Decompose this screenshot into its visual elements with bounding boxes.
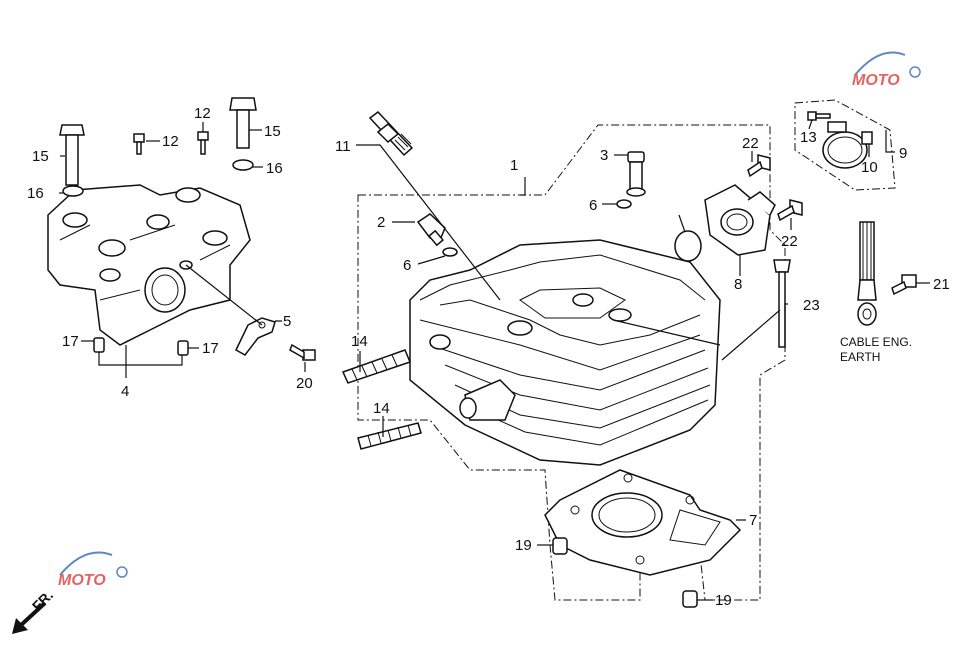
group-outline-clamp <box>794 99 896 191</box>
bolt-20 <box>289 343 316 361</box>
callout-labels: 1 2 3 4 5 6 6 7 8 9 10 11 12 12 13 14 14… <box>27 105 950 609</box>
callout-13: 13 <box>800 129 817 146</box>
group-outline-cylinder-head <box>357 124 786 601</box>
clamp-nut-10 <box>861 131 873 145</box>
dowel-17-left <box>93 337 105 353</box>
washer-16-left <box>62 185 84 197</box>
callout-23: 23 <box>803 297 820 314</box>
rocker-arm-holder <box>47 184 251 346</box>
gasket-7 <box>544 469 742 576</box>
callout-2: 2 <box>377 214 385 231</box>
cable-label-line1: CABLE ENG. <box>840 335 912 349</box>
cable-label-line2: EARTH <box>840 350 880 364</box>
dowel-19-lower <box>682 590 698 608</box>
callout-20: 20 <box>296 375 313 392</box>
svg-text:MOTO: MOTO <box>58 572 106 589</box>
dowel-19-upper <box>552 537 568 555</box>
washer-16-right <box>232 159 254 171</box>
leader-lines <box>59 119 930 601</box>
callout-15-right: 15 <box>264 123 281 140</box>
callout-11: 11 <box>335 138 351 155</box>
bolt-15-left <box>59 124 85 186</box>
callout-19-upper: 19 <box>515 537 532 554</box>
stud-14-lower <box>357 422 422 450</box>
callout-12-right: 12 <box>194 105 211 122</box>
bracket-5 <box>235 317 276 356</box>
valve-part-3 <box>626 151 646 197</box>
o-ring-18 <box>674 230 702 262</box>
callout-16-right: 16 <box>266 160 283 177</box>
bolt-12-right <box>197 131 209 155</box>
callout-6-lower: 6 <box>403 257 411 274</box>
callout-22-lower: 22 <box>781 233 798 250</box>
clamp-screw-13 <box>807 111 831 121</box>
valve-part-2 <box>416 213 446 247</box>
dowel-17-right <box>177 340 189 356</box>
front-direction-indicator: FR. <box>12 587 56 634</box>
callout-8: 8 <box>734 276 742 293</box>
callout-21: 21 <box>933 276 950 293</box>
earth-cable <box>857 221 877 326</box>
callout-6-upper: 6 <box>589 197 597 214</box>
callout-17-left: 17 <box>62 333 79 350</box>
callout-14-upper: 14 <box>351 333 368 350</box>
callout-14-lower: 14 <box>373 400 390 417</box>
cylinder-head <box>409 239 721 466</box>
intake-manifold-8 <box>704 184 776 256</box>
callout-19-lower: 19 <box>715 592 732 609</box>
o-ring-6-upper <box>616 199 632 209</box>
bolt-21 <box>891 274 917 296</box>
bolt-15-right <box>229 97 257 149</box>
callout-5: 5 <box>283 313 291 330</box>
callout-17-right: 17 <box>202 340 219 357</box>
callout-10: 10 <box>861 159 878 176</box>
callout-12-left: 12 <box>162 133 179 150</box>
callout-22-upper: 22 <box>742 135 759 152</box>
callout-1: 1 <box>510 157 518 174</box>
o-ring-6-lower <box>442 247 458 257</box>
front-label: FR. <box>29 587 56 614</box>
bolt-22-lower <box>777 199 803 222</box>
callout-3: 3 <box>600 147 608 164</box>
callout-7: 7 <box>749 512 757 529</box>
arrow-down-left-icon <box>18 601 47 628</box>
bolt-12-left <box>133 133 145 155</box>
callout-4: 4 <box>121 383 129 400</box>
callout-16-left: 16 <box>27 185 44 202</box>
bolt-22-upper <box>747 154 771 178</box>
callout-15-left: 15 <box>32 148 49 165</box>
callout-9: 9 <box>899 145 907 162</box>
watermark-logo-top-right: MOTO <box>852 51 921 89</box>
spark-plug-11 <box>368 110 414 157</box>
hose-clamp-9 <box>822 121 868 169</box>
watermark-logo-bottom-left: MOTO <box>58 551 128 589</box>
svg-text:MOTO: MOTO <box>852 72 900 89</box>
stud-14-upper <box>341 349 412 384</box>
